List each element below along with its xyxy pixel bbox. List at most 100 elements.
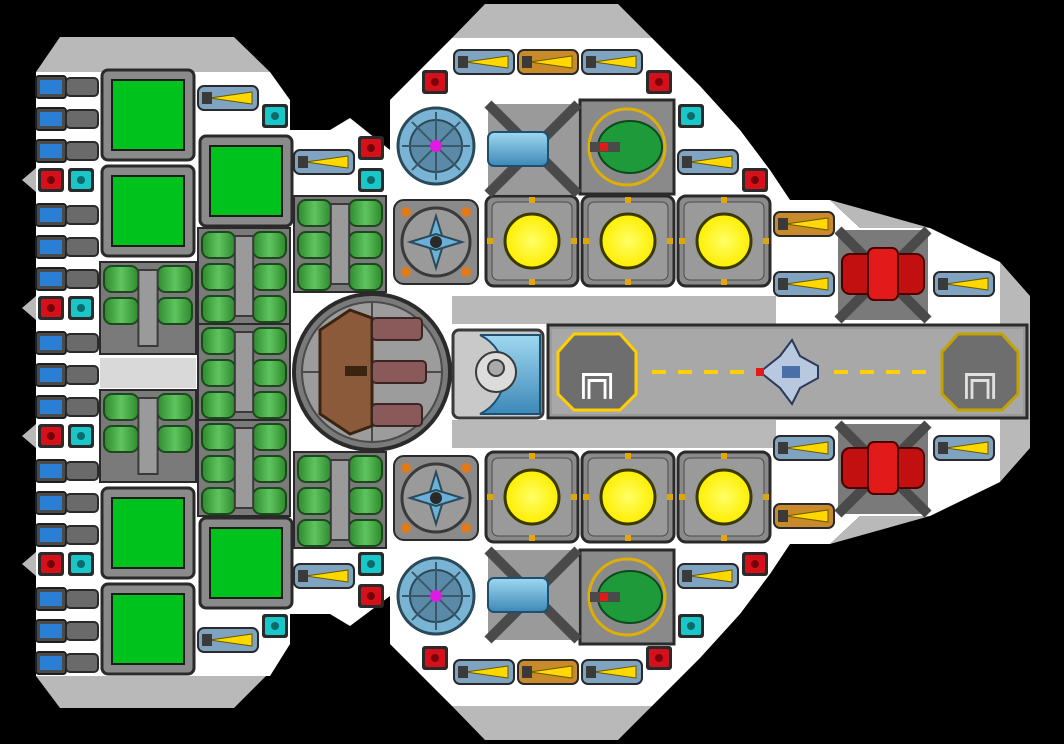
battery-icon — [35, 331, 99, 355]
thruster-icon — [933, 271, 995, 297]
pipe-block-icon — [99, 389, 197, 483]
power-panel-icon — [100, 164, 196, 258]
battery-icon — [35, 107, 99, 131]
pipe-block-icon — [197, 323, 291, 421]
landing-pad-right: ╔╗ — [940, 332, 1020, 412]
battery-icon — [35, 363, 99, 387]
reactor-core-icon — [484, 194, 580, 288]
cyan-light-icon — [68, 424, 94, 448]
pipe-block-icon — [293, 451, 387, 549]
runway-dash — [860, 370, 874, 374]
runway-dash — [678, 370, 692, 374]
red-light-icon — [742, 168, 768, 192]
cyan-light-icon — [68, 296, 94, 320]
cockpit-icon — [451, 328, 545, 420]
reactor-core-icon — [676, 450, 772, 544]
green-turret-icon — [578, 98, 676, 196]
hull-wing-bottom — [830, 516, 930, 544]
hull-wing-top — [830, 200, 930, 228]
battery-icon — [35, 459, 99, 483]
pad-left-glyph: ╔╗ — [575, 358, 618, 399]
corridor-mid-left — [100, 358, 196, 388]
docked-fighter-icon[interactable] — [756, 338, 819, 406]
red-light-icon — [742, 552, 768, 576]
red-light-icon — [38, 424, 64, 448]
reactor-core-icon — [580, 450, 676, 544]
thruster-icon — [773, 503, 835, 529]
gyroscope-icon — [393, 455, 479, 541]
landing-pad-left: ╔╗ — [556, 332, 638, 412]
green-turret-icon — [578, 548, 676, 646]
battery-icon — [35, 203, 99, 227]
pad-right-glyph: ╔╗ — [958, 358, 1001, 399]
runway-centerline — [652, 370, 926, 374]
hull-bottom-left — [36, 676, 266, 708]
reactor-core-icon — [676, 194, 772, 288]
blue-gun-icon — [484, 546, 582, 644]
power-panel-icon — [100, 582, 196, 676]
battery-icon — [35, 267, 99, 291]
red-light-icon — [646, 70, 672, 94]
thruster-icon — [453, 49, 515, 75]
runway-dash — [704, 370, 718, 374]
power-panel-icon — [198, 516, 294, 610]
runway-dash — [834, 370, 848, 374]
red-light-icon — [358, 136, 384, 160]
pipe-block-icon — [99, 261, 197, 355]
pipe-block-icon — [197, 227, 291, 325]
battery-icon — [35, 139, 99, 163]
reactor-core-icon — [484, 450, 580, 544]
thruster-icon — [581, 659, 643, 685]
shield-generator-icon — [396, 556, 476, 636]
thruster-icon — [293, 563, 355, 589]
battery-icon — [35, 587, 99, 611]
battery-icon — [35, 395, 99, 419]
thruster-icon — [197, 627, 259, 653]
red-light-icon — [422, 646, 448, 670]
hull-top-left — [36, 37, 270, 72]
runway-dash — [730, 370, 744, 374]
thruster-icon — [581, 49, 643, 75]
thruster-icon — [517, 659, 579, 685]
cyan-light-icon — [358, 168, 384, 192]
thruster-icon — [773, 435, 835, 461]
power-panel-icon — [198, 134, 294, 228]
indicator-lights — [38, 70, 768, 670]
corridor-top — [452, 296, 776, 324]
battery-icon — [35, 491, 99, 515]
battery-icon — [35, 619, 99, 643]
thruster-icon — [773, 271, 835, 297]
thruster-icon — [677, 563, 739, 589]
red-turret-icon — [834, 420, 932, 518]
corridor-bottom — [452, 420, 776, 448]
red-light-icon — [38, 296, 64, 320]
cyan-light-icon — [262, 614, 288, 638]
thruster-icon — [197, 85, 259, 111]
battery-icon — [35, 235, 99, 259]
hull-top-right — [452, 4, 652, 38]
thruster-icon — [517, 49, 579, 75]
thruster-icon — [453, 659, 515, 685]
battery-icon — [35, 75, 99, 99]
reactor-core-icon — [580, 194, 676, 288]
pipe-blocks — [99, 195, 387, 549]
thruster-icon — [933, 435, 995, 461]
runway-dash — [912, 370, 926, 374]
battery-icon — [35, 523, 99, 547]
red-turret-icon — [834, 226, 932, 324]
battery-column — [35, 75, 99, 675]
cyan-light-icon — [678, 614, 704, 638]
red-light-icon — [358, 584, 384, 608]
pipe-block-icon — [293, 195, 387, 293]
red-light-icon — [38, 168, 64, 192]
red-light-icon — [646, 646, 672, 670]
power-panels — [100, 68, 294, 676]
cyan-light-icon — [68, 552, 94, 576]
red-light-icon — [38, 552, 64, 576]
reactor-cores — [484, 194, 772, 544]
battery-icon — [35, 651, 99, 675]
gyroscope-icon — [393, 199, 479, 285]
runway-dash — [886, 370, 900, 374]
